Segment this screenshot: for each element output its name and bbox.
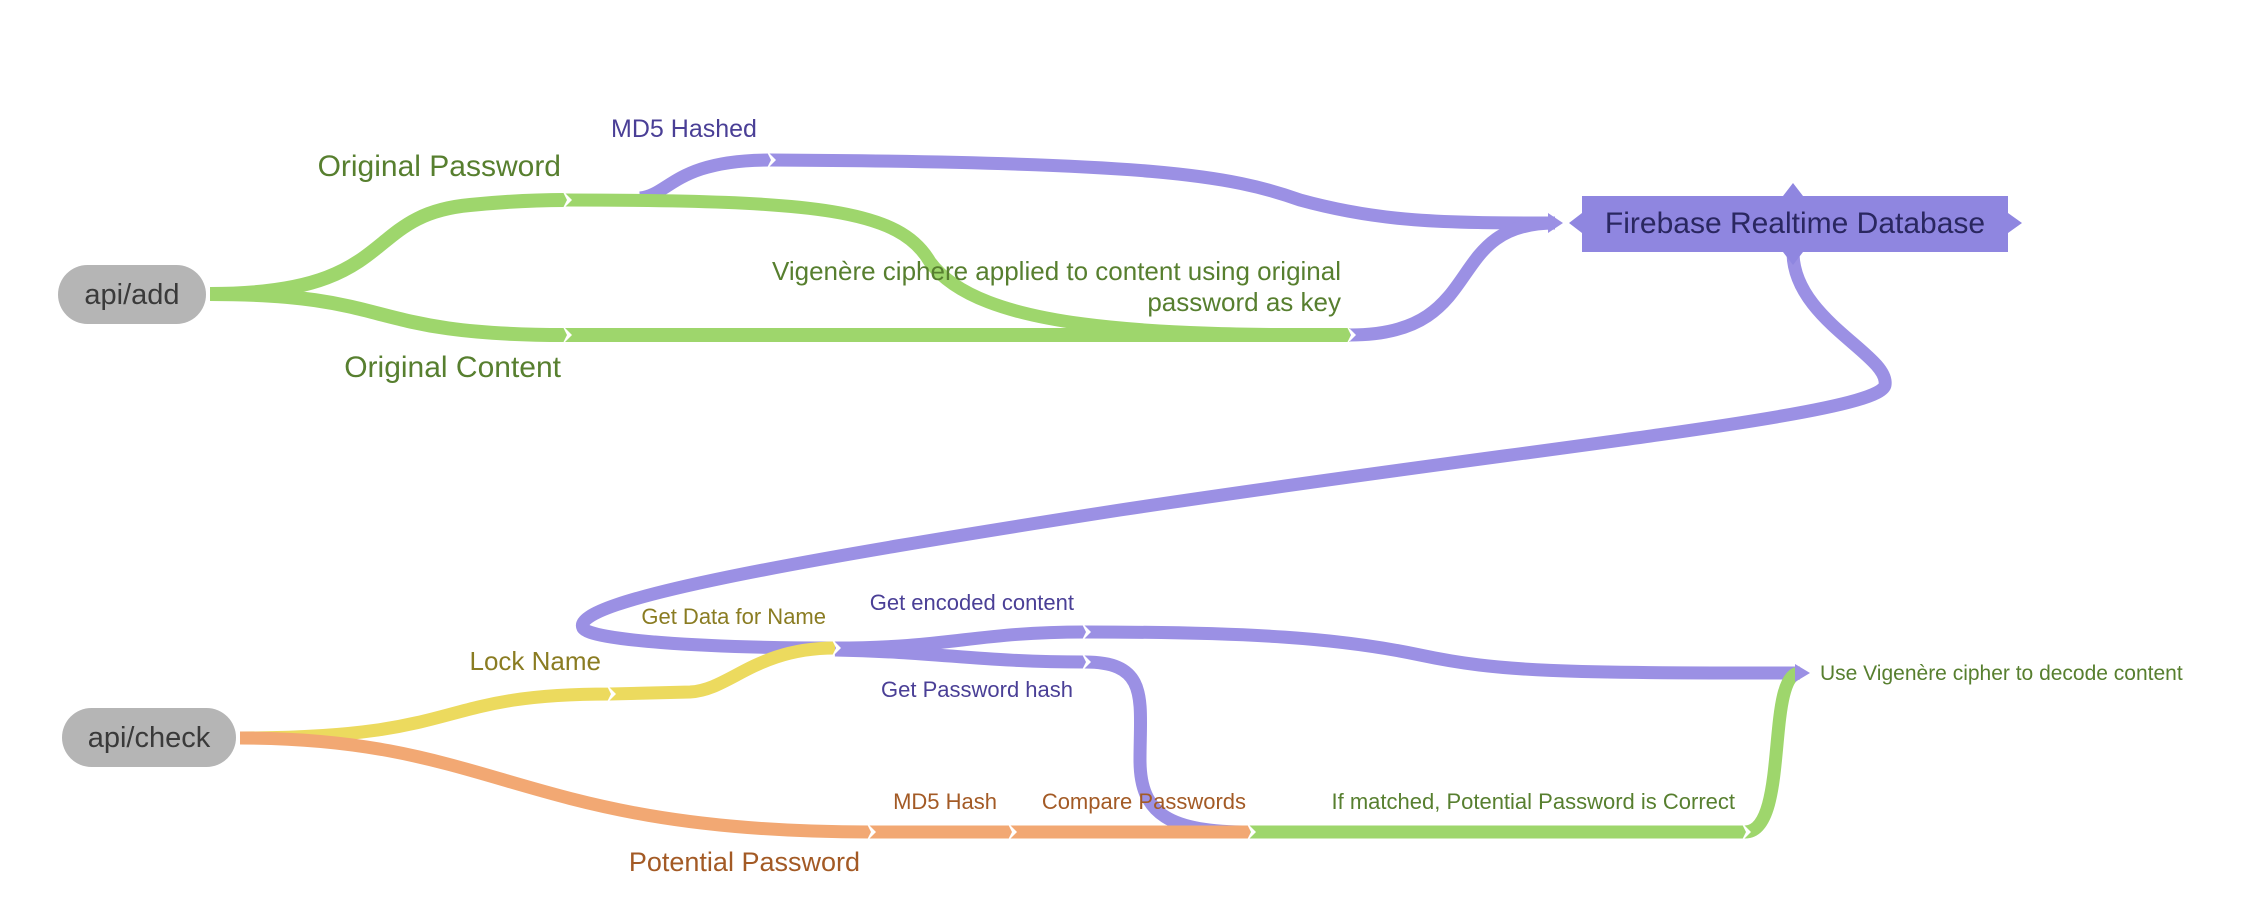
- chevron-right-icon: [1741, 822, 1751, 842]
- flow-get-password-hash: [834, 643, 1251, 839]
- flow-labels: MD5 Hashed Original Password Original Co…: [318, 115, 1735, 877]
- chevron-right-icon: [866, 822, 876, 842]
- chevron-right-icon: [1007, 822, 1017, 842]
- api-add-node[interactable]: api/add: [58, 265, 206, 324]
- chevron-right-icon: [831, 638, 841, 658]
- flow-if-matched: [1250, 666, 1802, 839]
- api-check-box: [62, 708, 236, 767]
- api-check-label: api/check: [88, 722, 211, 754]
- segment-markers: [562, 150, 1751, 842]
- database-label: Firebase Realtime Database: [1605, 207, 1985, 240]
- flow-md5-to-database: [638, 153, 1556, 230]
- label-original-content: Original Content: [344, 351, 561, 384]
- green-flows: [209, 193, 1802, 839]
- flow-original-content: [209, 287, 1350, 342]
- chevron-right-icon: [1346, 325, 1356, 345]
- flow-get-encoded-content: [834, 625, 1801, 680]
- label-md5-hash: MD5 Hash: [893, 789, 997, 814]
- api-add-label: api/add: [84, 279, 179, 311]
- flow-encrypted-to-database: [1349, 216, 1556, 342]
- chevron-right-icon: [562, 190, 572, 210]
- decode-label: Use Vigenère cipher to decode content: [1820, 662, 2183, 685]
- chevron-right-icon: [606, 684, 616, 704]
- chevron-right-icon: [562, 325, 572, 345]
- label-get-encoded-content: Get encoded content: [870, 590, 1074, 615]
- api-check-node[interactable]: api/check: [62, 708, 236, 767]
- label-potential-password: Potential Password: [629, 847, 860, 877]
- chevron-right-icon: [1081, 652, 1091, 672]
- label-vigenere-line2: password as key: [1147, 287, 1341, 317]
- chevron-right-icon: [1081, 622, 1091, 642]
- yellow-flows: [239, 641, 836, 745]
- label-vigenere-line1: Vigenère ciphere applied to content usin…: [772, 256, 1341, 286]
- flow-database-to-check: [576, 251, 1892, 655]
- label-compare-passwords: Compare Passwords: [1042, 789, 1246, 814]
- database-box: [1569, 183, 2022, 265]
- label-if-matched: If matched, Potential Password is Correc…: [1332, 789, 1736, 814]
- label-get-data-for-name: Get Data for Name: [641, 604, 826, 629]
- orange-flows: [239, 731, 1250, 839]
- flow-potential-password: [239, 731, 1250, 839]
- flow-original-password: [209, 193, 566, 301]
- decode-node[interactable]: Use Vigenère cipher to decode content: [1820, 662, 2183, 685]
- chevron-right-icon: [766, 150, 776, 170]
- purple-flows: [576, 153, 1892, 839]
- arrowheads: [1548, 213, 1810, 682]
- label-md5-hashed: MD5 Hashed: [611, 115, 757, 143]
- flow-password-as-key: [564, 193, 1351, 342]
- label-lock-name: Lock Name: [470, 646, 602, 676]
- database-node[interactable]: Firebase Realtime Database: [1569, 183, 2022, 265]
- label-get-password-hash: Get Password hash: [881, 677, 1073, 702]
- chevron-right-icon: [1246, 822, 1256, 842]
- label-original-password: Original Password: [318, 150, 561, 183]
- api-add-box: [58, 265, 206, 324]
- arrow-right-icon: [1795, 664, 1810, 682]
- flow-lock-name: [239, 641, 836, 745]
- arrow-right-icon: [1548, 213, 1563, 233]
